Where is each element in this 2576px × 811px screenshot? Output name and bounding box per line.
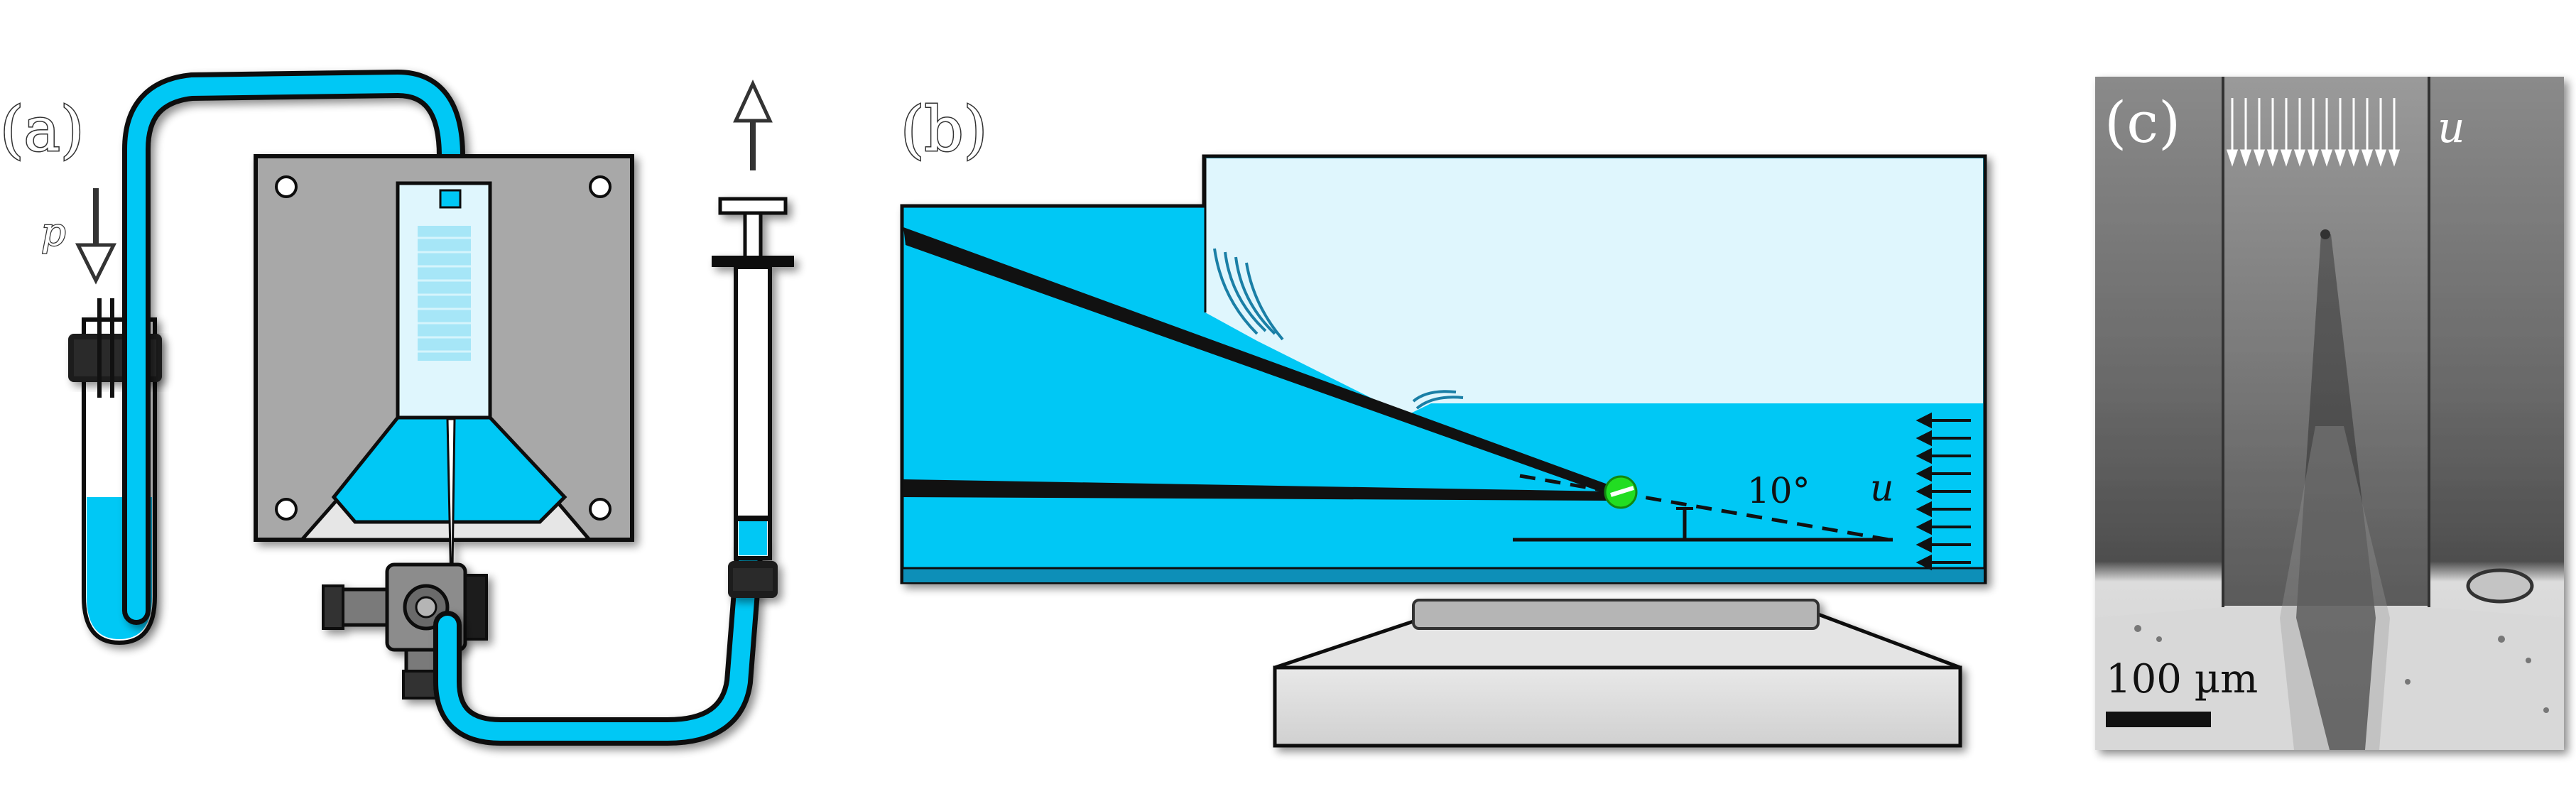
screw-hole-icon [275,175,298,198]
scale-bar [2106,712,2211,727]
chip-holder [254,154,634,619]
flow-chamber [900,154,1987,584]
panel-b: (b) [900,94,1987,748]
microscope-stage [1273,599,1962,748]
screw-hole-icon [589,175,612,198]
outlet-tubing [433,533,763,746]
lower-needle [903,479,1611,501]
dashed-axis-line [1519,474,1890,542]
upper-needle [903,227,1619,497]
velocity-symbol-c: u [2438,103,2465,153]
scale-bar-label: 100 µm [2106,656,2258,702]
pressure-arrow [75,188,117,285]
panel-c-label: (c) [2104,89,2180,156]
particle-icon [1604,475,1638,509]
microchannel-array [418,226,471,361]
flow-arrows-left [1915,412,1971,571]
screw-hole-icon [589,498,612,521]
panel-c: (c) u 100 µm [2095,77,2564,750]
panel-a: (a) p [0,69,794,746]
flow-arrows-down [2226,98,2401,167]
syringe [712,197,794,598]
screw-hole-icon [275,498,298,521]
suction-arrow [733,80,773,170]
meniscus-lines [1213,248,1464,410]
pressure-symbol: p [41,209,66,254]
inlet-tubing [122,69,465,625]
micrograph [2095,77,2564,750]
panel-a-label: (a) [0,94,84,165]
inlet-needles [97,298,114,398]
stopcock-valve [322,562,488,700]
angle-label: 10° [1747,470,1810,511]
panel-b-label: (b) [901,94,987,165]
velocity-symbol-b: u [1870,467,1894,510]
